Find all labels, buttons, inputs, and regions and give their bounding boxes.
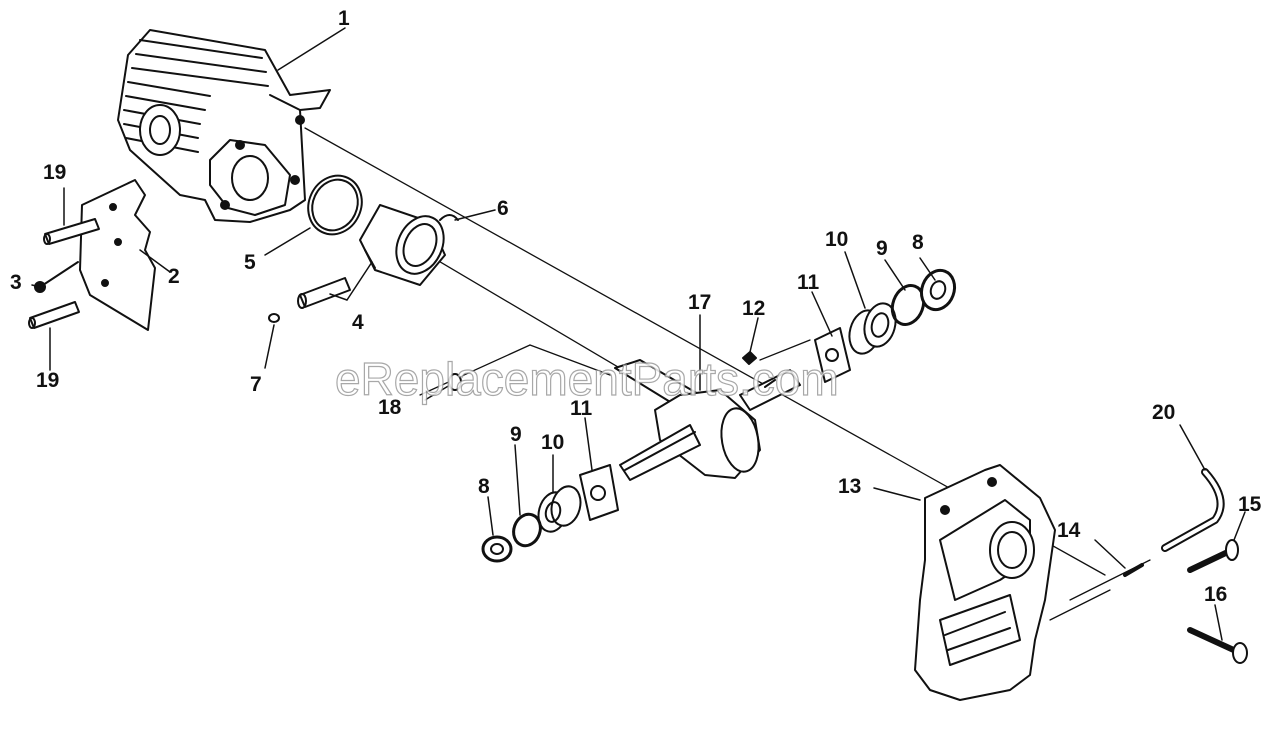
callout-18: 18	[378, 396, 402, 419]
callout-19-lower: 19	[36, 369, 60, 392]
washer-right	[919, 268, 957, 312]
callout-5: 5	[244, 251, 256, 274]
callout-1: 1	[338, 7, 350, 30]
piston-part	[359, 204, 446, 286]
callout-12: 12	[742, 297, 766, 320]
callout-14: 14	[1057, 519, 1081, 542]
screw-part	[34, 261, 79, 293]
callout-11-right: 11	[797, 271, 820, 294]
plate-part	[79, 179, 156, 331]
callout-2: 2	[168, 265, 180, 288]
washer-left	[481, 535, 513, 563]
bolt-lower	[1187, 627, 1248, 664]
callout-17: 17	[688, 291, 712, 314]
cylinder-part	[117, 29, 331, 223]
small-clip-part	[268, 313, 280, 323]
bearing-left	[537, 485, 582, 533]
crankcase-part	[914, 464, 1056, 701]
dowel-pin-lower	[28, 301, 80, 329]
pin-part	[1123, 563, 1144, 577]
callout-9-right: 9	[876, 237, 888, 260]
watermark-text: eReplacementParts.com	[334, 352, 839, 405]
callout-13: 13	[838, 475, 862, 498]
snap-ring-right	[890, 284, 926, 326]
callout-20: 20	[1152, 401, 1176, 424]
callout-4: 4	[352, 311, 364, 334]
callout-8-right: 8	[912, 231, 924, 254]
callout-11-left: 11	[570, 397, 593, 420]
callout-19-upper: 19	[43, 161, 67, 184]
callout-3: 3	[10, 271, 22, 294]
bearing-right	[848, 302, 897, 355]
callout-6: 6	[497, 197, 509, 220]
callout-8-left: 8	[478, 475, 490, 498]
seal-right	[814, 327, 851, 383]
clip-part	[439, 214, 459, 221]
dowel-pin-upper	[43, 218, 100, 245]
seal-left	[579, 464, 619, 521]
callout-9-left: 9	[510, 423, 522, 446]
callout-10-left: 10	[541, 431, 565, 454]
callout-16: 16	[1204, 583, 1228, 606]
needle-bearing-part	[448, 373, 462, 391]
callout-10-right: 10	[825, 228, 849, 251]
leader-lines	[31, 27, 1246, 641]
piston-ring-part	[307, 174, 363, 236]
piston-pin-part	[297, 277, 351, 309]
crankshaft-part	[614, 359, 801, 481]
callout-15: 15	[1238, 493, 1262, 516]
key-part	[742, 351, 757, 365]
callout-7: 7	[250, 373, 262, 396]
bolt-upper	[1187, 539, 1239, 573]
snap-ring-left	[512, 512, 542, 548]
impulse-tube-part	[1161, 468, 1225, 552]
